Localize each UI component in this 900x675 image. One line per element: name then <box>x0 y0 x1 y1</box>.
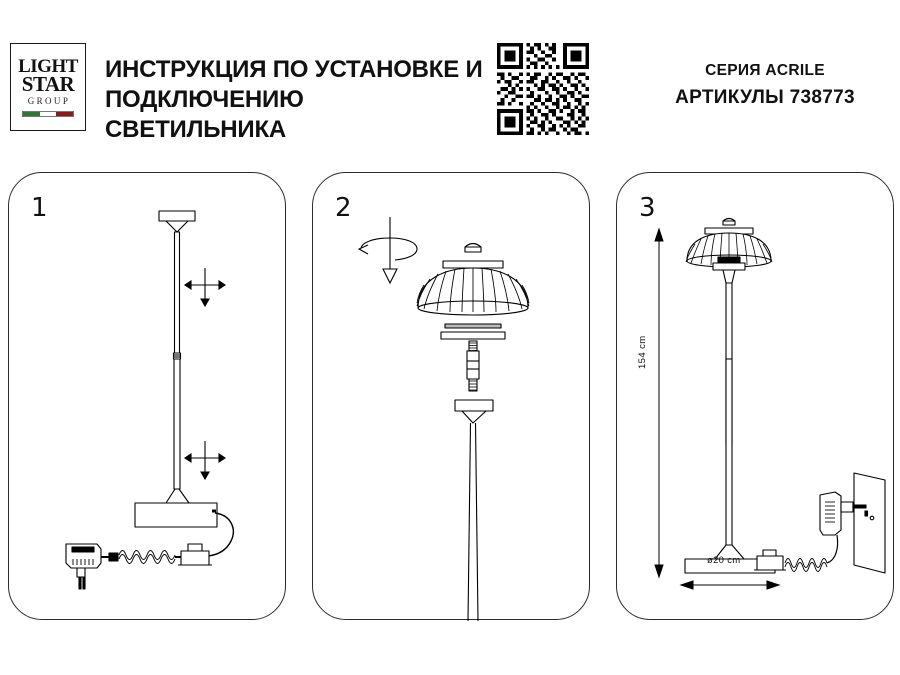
brand-logo: LIGHT STAR GROUP <box>10 43 86 131</box>
series-label: СЕРИЯ ACRILE <box>705 62 825 79</box>
article-label: АРТИКУЛЫ 738773 <box>675 87 855 108</box>
italian-flag-icon <box>22 110 74 117</box>
page-title: ИНСТРУКЦИЯ ПО УСТАНОВКЕ И ПОДКЛЮЧЕНИЮ СВ… <box>105 56 483 143</box>
instruction-step-1: 1 <box>8 172 286 620</box>
diameter-dimension-line <box>679 580 781 590</box>
step-3-diagram <box>654 217 886 590</box>
flag-stripe-white <box>39 111 57 116</box>
diameter-dimension-label: ø20 cm <box>707 555 741 566</box>
step-1-diagram <box>65 210 234 590</box>
logo-text-star: STAR <box>21 71 75 96</box>
instruction-step-2: 2 <box>312 172 590 621</box>
flag-stripe-green <box>23 111 40 116</box>
height-dimension-label: 154 cm <box>637 335 648 369</box>
step-number-3: 3 <box>639 193 656 223</box>
step-number-1: 1 <box>31 193 48 223</box>
page-header: LIGHT STAR GROUP ИНСТРУКЦИЯ ПО УСТАНОВКЕ… <box>0 0 900 160</box>
logo-text-light: LIGHT <box>18 55 78 77</box>
logo-text-group: GROUP <box>27 95 71 106</box>
instruction-panels: 1 <box>0 168 900 628</box>
product-series-block: СЕРИЯ ACRILE АРТИКУЛЫ 738773 <box>640 60 890 112</box>
flag-stripe-red <box>56 111 74 116</box>
adjust-arrow-icon-upper <box>184 268 226 308</box>
adjust-arrow-icon-lower <box>184 441 226 481</box>
qr-code-icon <box>497 43 589 135</box>
step-2-diagram <box>357 217 530 621</box>
rotate-down-arrow-icon <box>357 217 418 285</box>
step-number-2: 2 <box>335 193 352 223</box>
instruction-step-3: 3 <box>616 172 894 620</box>
height-dimension-line <box>654 227 664 579</box>
